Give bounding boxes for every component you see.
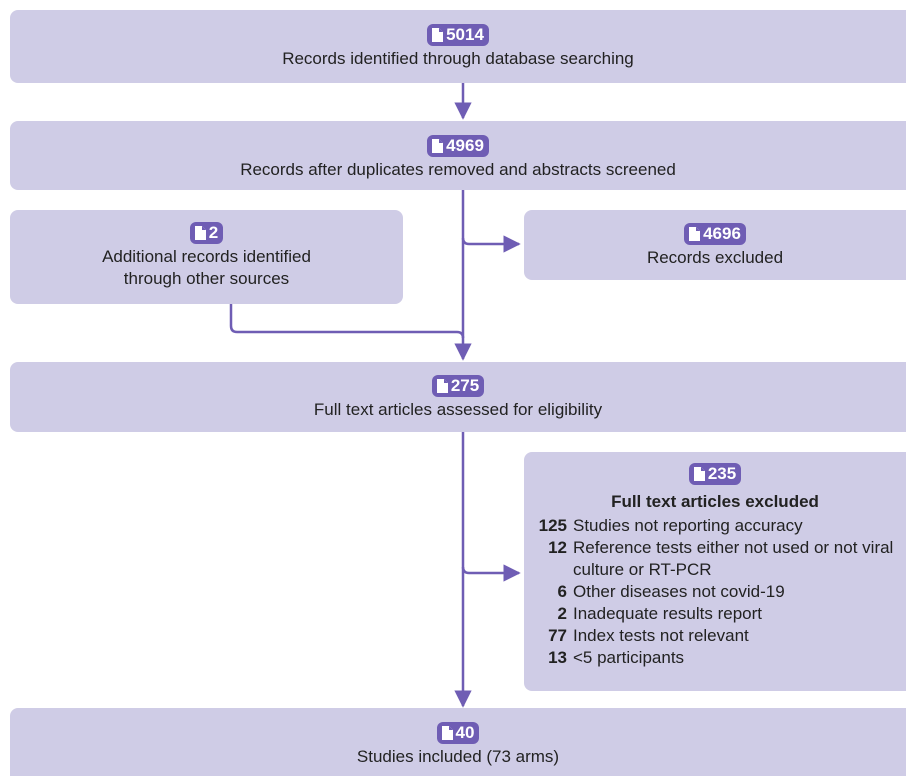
count-badge: 5014	[427, 24, 489, 46]
connector-other-sources	[229, 304, 465, 339]
document-icon	[436, 379, 448, 393]
records-screened-box: 4969 Records after duplicates removed an…	[10, 121, 906, 190]
count-value: 4696	[703, 224, 741, 243]
count-value: 4969	[446, 136, 484, 155]
document-icon	[441, 726, 453, 740]
reason-text: Studies not reporting accuracy	[573, 516, 803, 535]
exclusion-reasons-list: 125 Studies not reporting accuracy 12 Re…	[524, 515, 906, 669]
box-label: Records after duplicates removed and abs…	[240, 160, 676, 179]
reason-text: Inadequate results report	[573, 604, 763, 623]
reason-count: 6	[557, 582, 567, 601]
exclusion-reason: 77 Index tests not relevant	[524, 625, 906, 647]
box-label-line1: Additional records identified	[102, 247, 311, 266]
reason-text: Reference tests either not used or not v…	[573, 538, 894, 579]
studies-included-box: 40 Studies included (73 arms)	[10, 708, 906, 776]
exclusion-reason: 125 Studies not reporting accuracy	[524, 515, 906, 537]
box-title: Full text articles excluded	[611, 492, 819, 511]
full-text-excluded-box: 235 Full text articles excluded 125 Stud…	[524, 452, 906, 691]
exclusion-reason: 6 Other diseases not covid-19	[524, 581, 906, 603]
document-icon	[432, 139, 444, 153]
count-value: 2	[208, 223, 219, 242]
document-icon	[689, 227, 701, 241]
count-badge: 2	[189, 222, 224, 244]
count-value: 40	[455, 723, 475, 742]
count-badge: 235	[688, 463, 742, 485]
count-value: 235	[707, 464, 737, 483]
reason-count: 77	[548, 626, 567, 645]
count-badge: 4696	[684, 223, 746, 245]
reason-count: 125	[538, 516, 567, 535]
reason-count: 2	[557, 604, 567, 623]
connector-to-fulltext-excluded	[461, 564, 521, 582]
reason-text: Index tests not relevant	[573, 626, 749, 645]
records-identified-box: 5014 Records identified through database…	[10, 10, 906, 83]
box-label-line2: through other sources	[123, 269, 290, 288]
box-label: Records identified through database sear…	[282, 49, 634, 68]
box-label: Studies included (73 arms)	[356, 747, 560, 766]
document-icon	[194, 226, 206, 240]
reason-text: <5 participants	[573, 648, 685, 667]
reason-count: 12	[548, 538, 567, 557]
exclusion-reason: 13 <5 participants	[524, 647, 906, 669]
exclusion-reason: 12 Reference tests either not used or no…	[524, 537, 906, 581]
other-sources-box: 2 Additional records identified through …	[10, 210, 403, 304]
count-value: 5014	[446, 25, 484, 44]
count-value: 275	[450, 376, 480, 395]
box-label: Full text articles assessed for eligibil…	[313, 400, 603, 419]
count-badge: 4969	[427, 135, 489, 157]
count-badge: 40	[436, 722, 480, 744]
records-excluded-box: 4696 Records excluded	[524, 210, 906, 280]
full-text-assessed-box: 275 Full text articles assessed for elig…	[10, 362, 906, 432]
exclusion-reason: 2 Inadequate results report	[524, 603, 906, 625]
reason-text: Other diseases not covid-19	[573, 582, 785, 601]
count-badge: 275	[431, 375, 485, 397]
document-icon	[693, 467, 705, 481]
connector-to-records-excluded	[461, 235, 521, 253]
box-label: Records excluded	[646, 248, 784, 267]
document-icon	[432, 28, 444, 42]
reason-count: 13	[548, 648, 567, 667]
